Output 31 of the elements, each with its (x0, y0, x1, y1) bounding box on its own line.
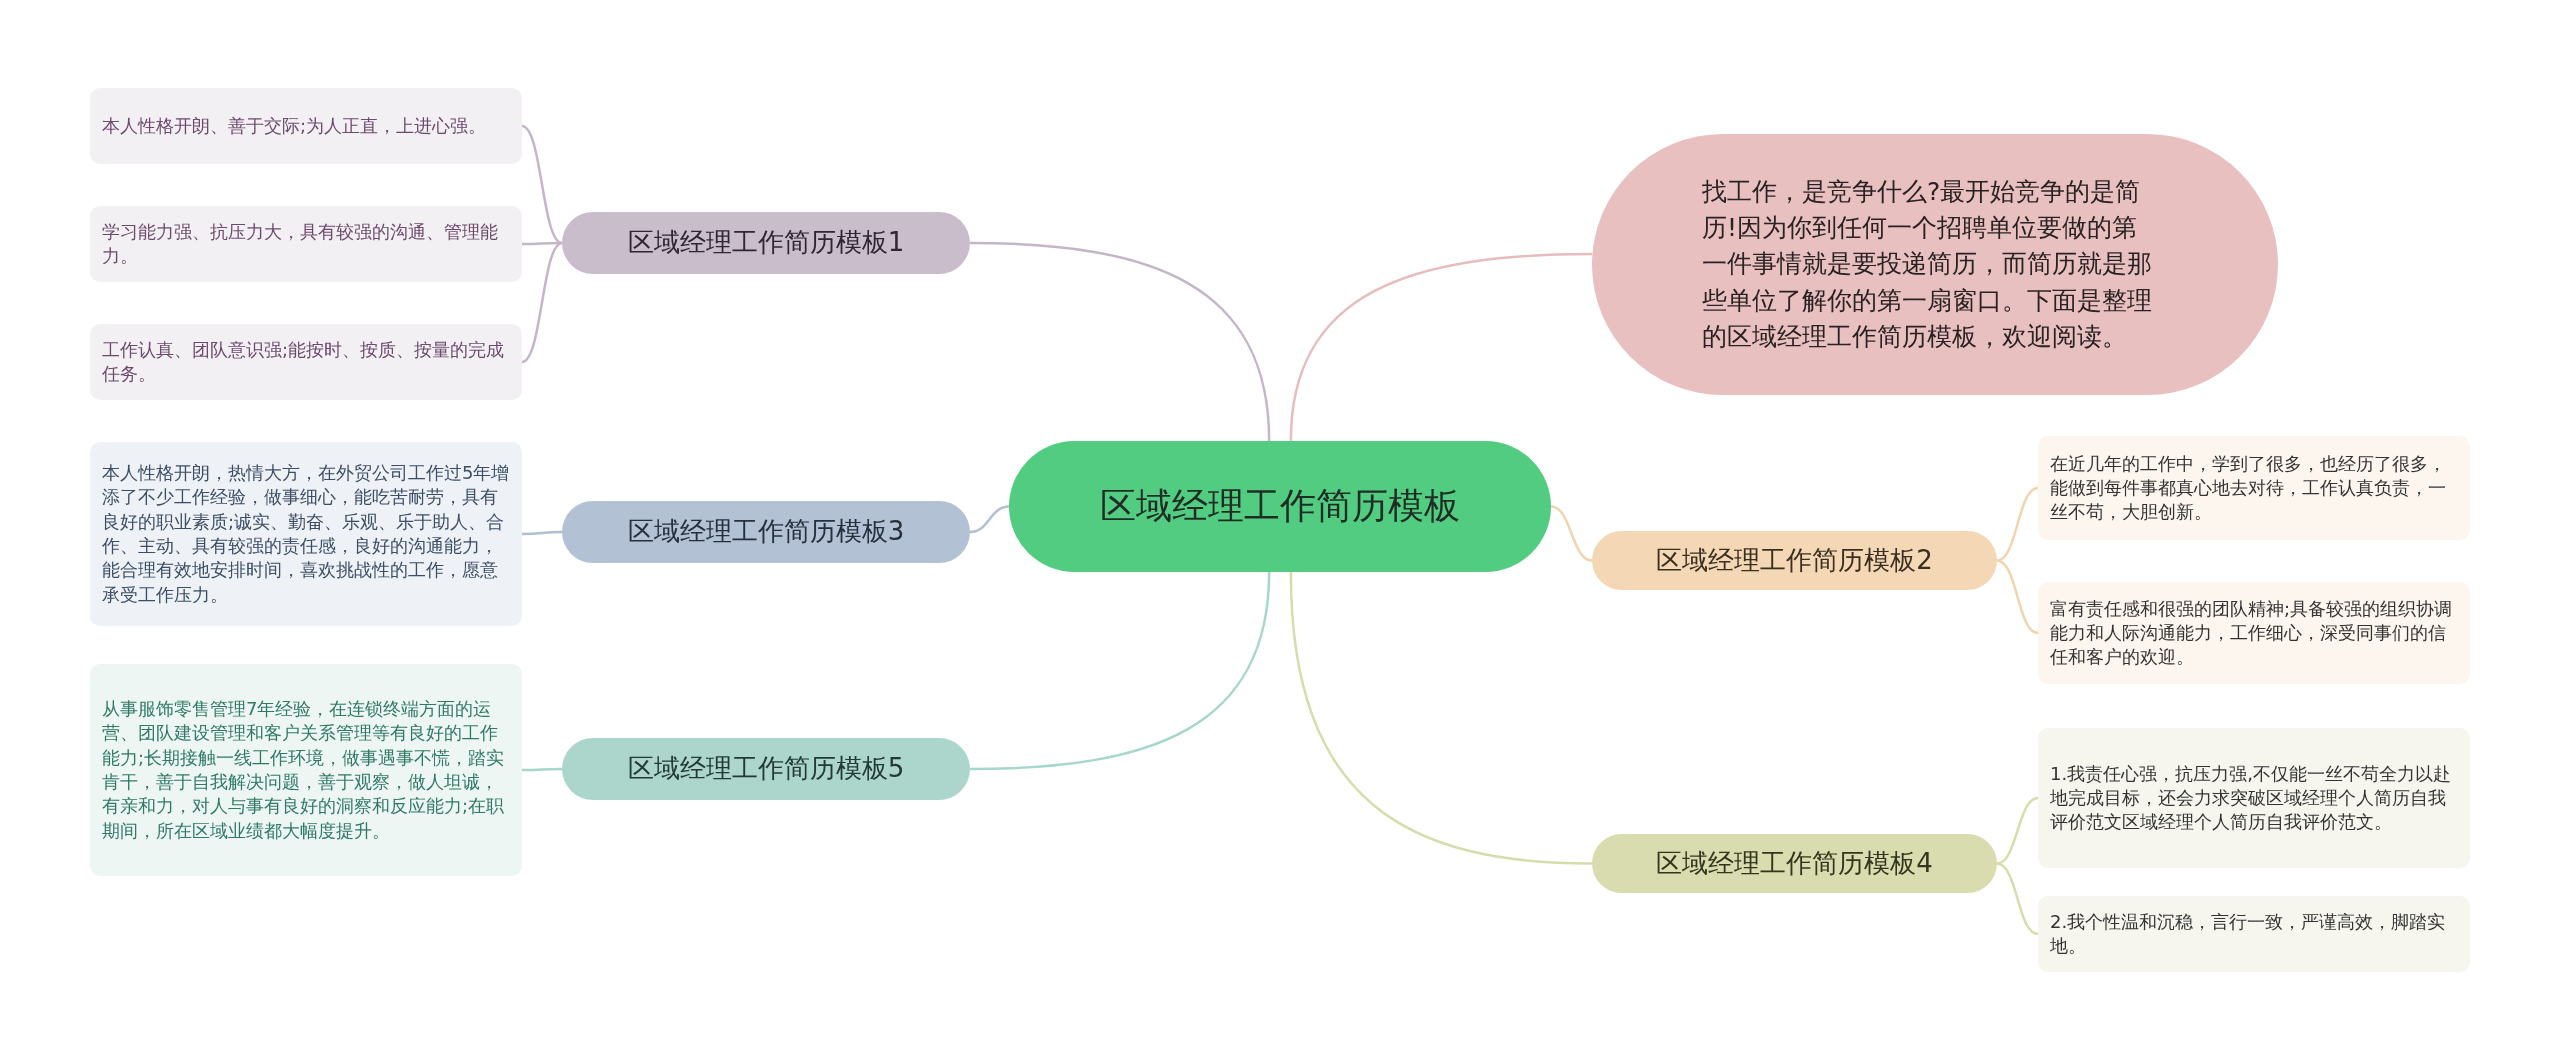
note-card: 在近几年的工作中，学到了很多，也经历了很多，能做到每件事都真心地去对待，工作认真负责，一丝不苟，大胆创新。 (2038, 436, 2470, 540)
connector-line (1996, 796, 2039, 865)
connector-line (969, 241, 1271, 442)
note-card: 1.我责任心强，抗压力强,不仅能一丝不苟全力以赴地完成目标，还会力求突破区域经理个人简历自我评价范文区域经理个人简历自我评价范文。 (2038, 728, 2470, 868)
connector-line (522, 241, 562, 246)
note-card: 2.我个性温和沉稳，言行一致，严谨高效，脚踏实地。 (2038, 896, 2470, 972)
connector-line (1289, 571, 1593, 865)
branch-topic: 区域经理工作简历模板1 (562, 212, 970, 274)
connector-line (522, 767, 562, 772)
note-card: 学习能力强、抗压力大，具有较强的沟通、管理能力。 (90, 206, 522, 282)
branch-topic: 区域经理工作简历模板2 (1592, 531, 1997, 590)
note-card: 富有责任感和很强的团队精神;具备较强的组织协调能力和人际沟通能力，工作细心，深受同事们的信任和客户的欢迎。 (2038, 582, 2470, 684)
connector-line (1289, 252, 1593, 442)
branch-topic: 区域经理工作简历模板5 (562, 738, 970, 800)
branch-topic: 区域经理工作简历模板3 (562, 501, 970, 563)
central-topic: 区域经理工作简历模板 (1009, 441, 1551, 572)
note-card: 从事服饰零售管理7年经验，在连锁终端方面的运营、团队建设管理和客户关系管理等有良好的工作能力;长期接触一线工作环境，做事遇事不慌，踏实肯干，善于自我解决问题，善于观察，做人坦诚，有亲和力，对人与事有良好的洞察和反应能力;在职期间，所在区域业绩都大幅度提升。 (90, 664, 522, 876)
branch-topic: 区域经理工作简历模板4 (1592, 834, 1997, 893)
connector-line (1996, 486, 2039, 562)
note-card: 本人性格开朗、善于交际;为人正直，上进心强。 (90, 88, 522, 164)
connector-line (1550, 505, 1593, 562)
connector-line (521, 241, 563, 364)
connector-line (969, 571, 1271, 771)
note-card: 工作认真、团队意识强;能按时、按质、按量的完成任务。 (90, 324, 522, 400)
intro-bubble: 找工作，是竞争什么?最开始竞争的是简历!因为你到任何一个招聘单位要做的第一件事情就是要投递简历，而简历就是那些单位了解你的第一扇窗口。下面是整理的区域经理工作简历模板，欢迎阅读。 (1592, 134, 2278, 395)
connector-line (522, 530, 562, 536)
connector-line (969, 505, 1010, 534)
connector-line (1996, 559, 2039, 635)
connector-line (521, 124, 563, 245)
note-card: 本人性格开朗，热情大方，在外贸公司工作过5年增添了不少工作经验，做事细心，能吃苦耐劳，具有良好的职业素质;诚实、勤奋、乐观、乐于助人、合作、主动、具有较强的责任感，良好的沟通能力，能合理有效地安排时间，喜欢挑战性的工作，愿意承受工作压力。 (90, 442, 522, 626)
connector-line (1996, 862, 2039, 936)
